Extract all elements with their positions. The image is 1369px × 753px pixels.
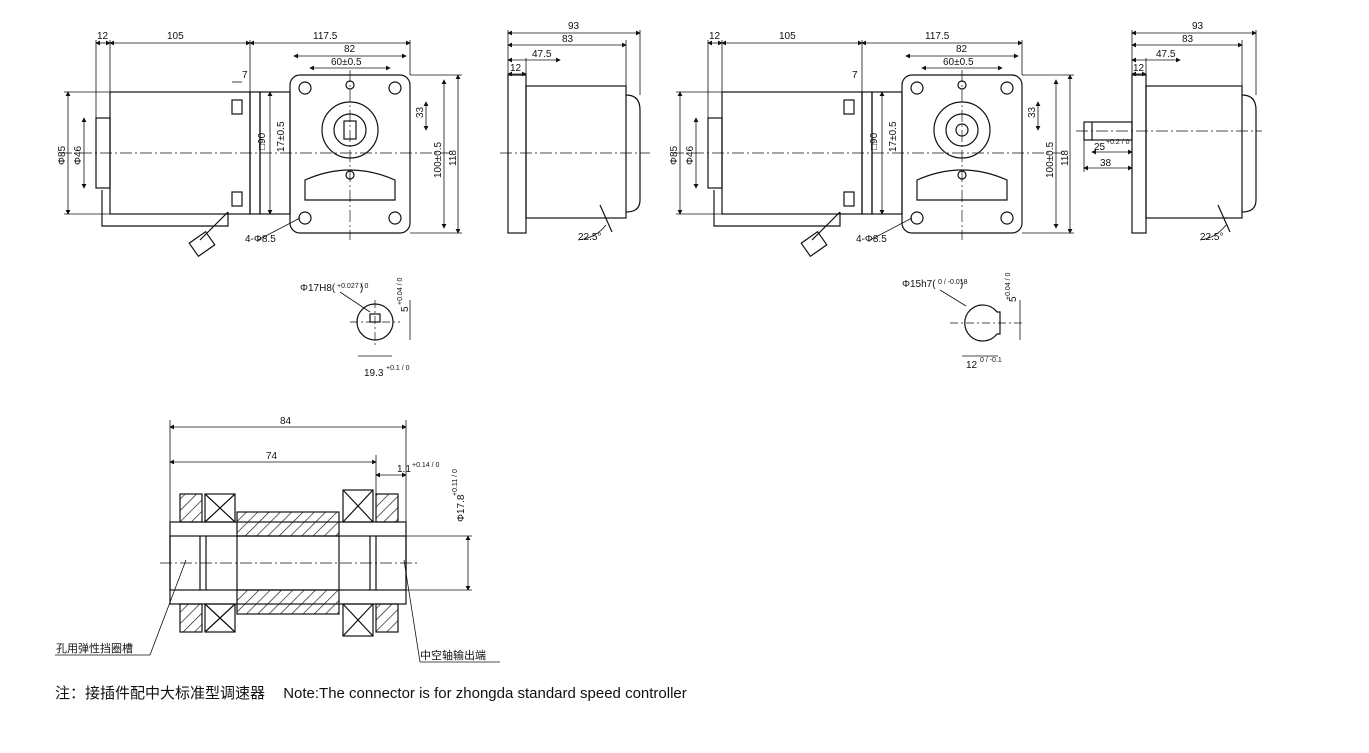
bore-depth-tolerance: +0.1 / 0 — [386, 365, 410, 372]
dim-82: 82 — [956, 44, 968, 55]
bore-phi-tolerance: +0.027 / 0 — [337, 283, 368, 290]
bore-key-tolerance: +0.04 / 0 — [397, 277, 404, 305]
dim-93: 93 — [1192, 21, 1204, 32]
hollow-shaft-section-dimensions: 84 74 1.1 +0.14 / 0 Φ17.8 +0.11 / 0 孔用弹性… — [56, 416, 486, 662]
shaft-key-tolerance: +0.04 / 0 — [1005, 272, 1012, 300]
dim-33: 33 — [415, 106, 426, 118]
dim-60: 60±0.5 — [943, 57, 974, 68]
dim-117-5: 117.5 — [925, 31, 950, 42]
dim-84: 84 — [280, 416, 292, 427]
footnote-en: Note:The connector is for zhongda standa… — [283, 685, 687, 702]
hollow-side-dimensions: 93 83 47.5 12 22.5° — [510, 21, 601, 243]
solid-side-view — [1076, 30, 1262, 241]
shaft-detail — [939, 289, 1022, 357]
dim-25: 25 — [1094, 142, 1106, 153]
solid-front-view — [672, 40, 1074, 258]
dim-38: 38 — [1100, 158, 1112, 169]
dim-93: 93 — [568, 21, 580, 32]
dim-phi17-8: Φ17.8 — [456, 494, 467, 522]
dim-square-90: □90 — [257, 132, 268, 150]
shaft-key: 5 — [1008, 296, 1019, 302]
dim-25-tolerance: +0.2 / 0 — [1106, 139, 1130, 146]
shaft-phi-close: ) — [960, 279, 963, 290]
hollow-front-dimensions: 12 105 117.5 82 60±0.5 7 □90 17±0.5 33 1… — [57, 31, 459, 245]
bore-detail — [339, 291, 411, 357]
dim-118: 118 — [1060, 150, 1071, 166]
dim-phi85: Φ85 — [57, 145, 68, 165]
dim-7: 7 — [242, 70, 248, 81]
dim-7: 7 — [852, 70, 858, 81]
shaft-phi-tolerance: 0 / -0.018 — [938, 279, 968, 286]
shaft-detail-dimensions: Φ15h7( 0 / -0.018 ) 5 +0.04 / 0 12 0 / -… — [902, 272, 1019, 371]
footnote-cn: 注：接插件配中大标准型调速器 — [55, 685, 266, 702]
dim-47-5: 47.5 — [1156, 49, 1176, 60]
dim-12: 12 — [510, 63, 522, 74]
dim-12: 12 — [709, 31, 721, 42]
dim-17: 17±0.5 — [276, 121, 287, 152]
hollow-shaft-section — [55, 420, 500, 663]
label-hollow-shaft-output: 中空轴输出端 — [420, 648, 486, 662]
dim-105: 105 — [167, 31, 184, 42]
dim-1-1: 1.1 — [397, 464, 411, 475]
dim-angle: 22.5° — [578, 232, 601, 243]
hollow-front-view — [60, 40, 462, 258]
dim-105: 105 — [779, 31, 796, 42]
hollow-side-view — [500, 30, 650, 241]
bore-depth: 19.3 — [364, 368, 384, 379]
dim-82: 82 — [344, 44, 356, 55]
bore-detail-dimensions: Φ17H8( +0.027 / 0 ) 5 +0.04 / 0 19.3 +0.… — [300, 277, 411, 379]
dim-phi46: Φ46 — [73, 145, 84, 165]
dim-12: 12 — [97, 31, 109, 42]
dim-phi17-8-tolerance: +0.11 / 0 — [452, 469, 459, 496]
shaft-phi: Φ15h7( — [902, 279, 936, 290]
bore-phi: Φ17H8( — [300, 283, 336, 294]
dim-60: 60±0.5 — [331, 57, 362, 68]
dim-square-90: □90 — [869, 132, 880, 150]
dim-117-5: 117.5 — [313, 31, 338, 42]
dim-12: 12 — [1133, 63, 1145, 74]
motor-drawing: 12 105 117.5 82 60±0.5 7 □90 17±0.5 33 1… — [55, 21, 1262, 663]
label-retaining-ring-groove: 孔用弹性挡圈槽 — [56, 641, 133, 655]
dim-17: 17±0.5 — [888, 121, 899, 152]
dim-83: 83 — [562, 34, 574, 45]
solid-side-dimensions: 93 83 47.5 12 25 +0.2 / 0 38 22.5° — [1094, 21, 1223, 243]
dim-33: 33 — [1027, 106, 1038, 118]
shaft-flat-tolerance: 0 / -0.1 — [980, 357, 1002, 364]
shaft-flat: 12 — [966, 360, 978, 371]
dim-holes: 4-Φ8.5 — [856, 234, 887, 245]
dim-47-5: 47.5 — [532, 49, 552, 60]
dim-118: 118 — [448, 150, 459, 166]
solid-front-dimensions: 12 105 117.5 82 60±0.5 7 □90 17±0.5 33 1… — [669, 31, 1071, 245]
footnote: 注：接插件配中大标准型调速器 Note:The connector is for… — [55, 682, 701, 703]
dim-100: 100±0.5 — [433, 141, 444, 178]
dim-1-1-tolerance: +0.14 / 0 — [412, 462, 440, 469]
bore-key: 5 — [400, 306, 411, 312]
dim-phi85: Φ85 — [669, 145, 680, 165]
bore-phi-close: ) — [360, 283, 363, 294]
dim-phi46: Φ46 — [685, 145, 696, 165]
dim-83: 83 — [1182, 34, 1194, 45]
dim-100: 100±0.5 — [1045, 141, 1056, 178]
dim-holes: 4-Φ8.5 — [245, 234, 276, 245]
dim-angle: 22.5° — [1200, 232, 1223, 243]
dim-74: 74 — [266, 451, 278, 462]
